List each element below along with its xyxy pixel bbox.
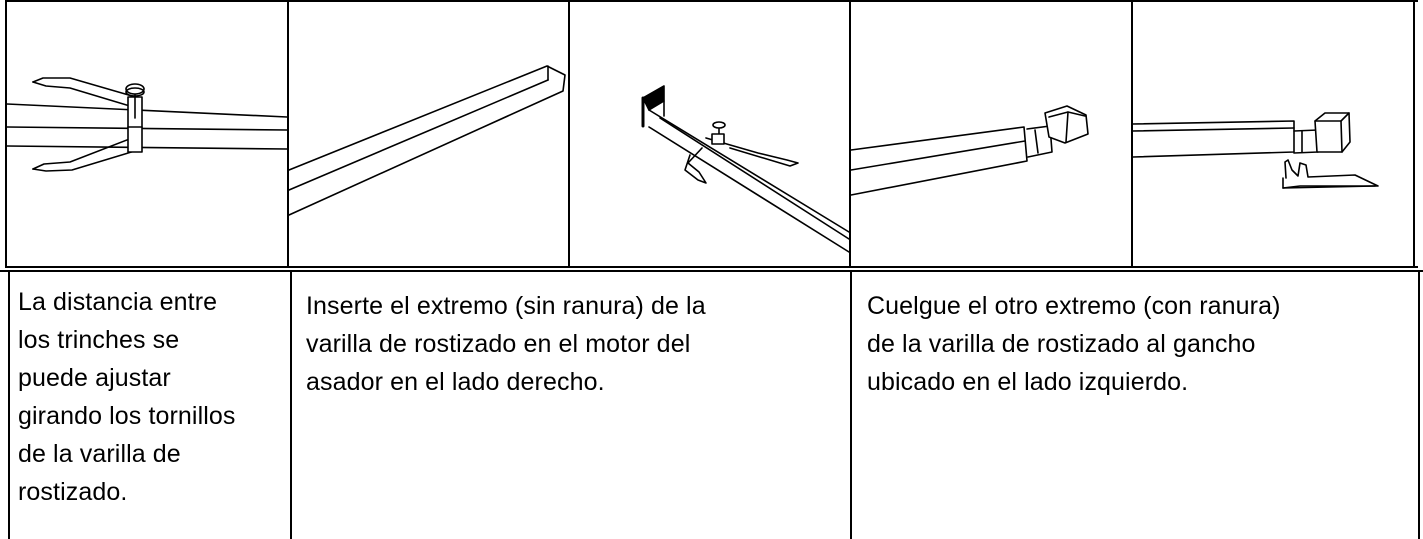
text-row-top-border	[0, 270, 1423, 272]
image-divider-3	[849, 0, 851, 268]
image-divider-4	[1131, 0, 1133, 268]
instruction-line: los trinches se	[18, 326, 180, 354]
image-divider-2	[568, 0, 570, 268]
instruction-step-3: Cuelgue el otro extremo (con ranura) de …	[867, 287, 1415, 401]
text-right-border	[1418, 270, 1420, 539]
illustrations-row	[6, 65, 1379, 253]
table-top-border	[5, 0, 1418, 2]
rotisserie-fork-with-screw-icon	[6, 77, 288, 172]
text-divider-2	[850, 270, 852, 539]
image-divider-1	[287, 0, 289, 268]
instruction-line: girando los tornillos	[18, 402, 236, 430]
rotisserie-rod-icon	[288, 65, 566, 216]
instruction-step-2: Inserte el extremo (sin ranura) de la va…	[306, 287, 846, 401]
rod-with-fork-icon	[641, 85, 850, 253]
instruction-line: La distancia entre	[18, 288, 218, 316]
instruction-line: rostizado.	[18, 478, 128, 506]
instruction-line: de la varilla de rostizado al gancho	[867, 330, 1256, 358]
instruction-line: ubicado en el lado izquierdo.	[867, 368, 1189, 396]
instruction-line: Inserte el extremo (sin ranura) de la	[306, 292, 706, 320]
table-image-row-bottom-border	[5, 266, 1418, 268]
instruction-line: varilla de rostizado en el motor del	[306, 330, 691, 358]
rod-into-motor-socket-icon	[850, 105, 1089, 196]
rod-resting-on-hook-icon	[1132, 112, 1379, 189]
instruction-step-1: La distancia entre los trinches se puede…	[18, 283, 286, 511]
table-left-border	[5, 0, 7, 268]
table-right-border	[1413, 0, 1415, 268]
instruction-line: asador en el lado derecho.	[306, 368, 605, 396]
instruction-line: puede ajustar	[18, 364, 171, 392]
text-divider-1	[290, 270, 292, 539]
text-left-border	[8, 270, 10, 539]
instruction-line: Cuelgue el otro extremo (con ranura)	[867, 292, 1281, 320]
instruction-line: de la varilla de	[18, 440, 181, 468]
